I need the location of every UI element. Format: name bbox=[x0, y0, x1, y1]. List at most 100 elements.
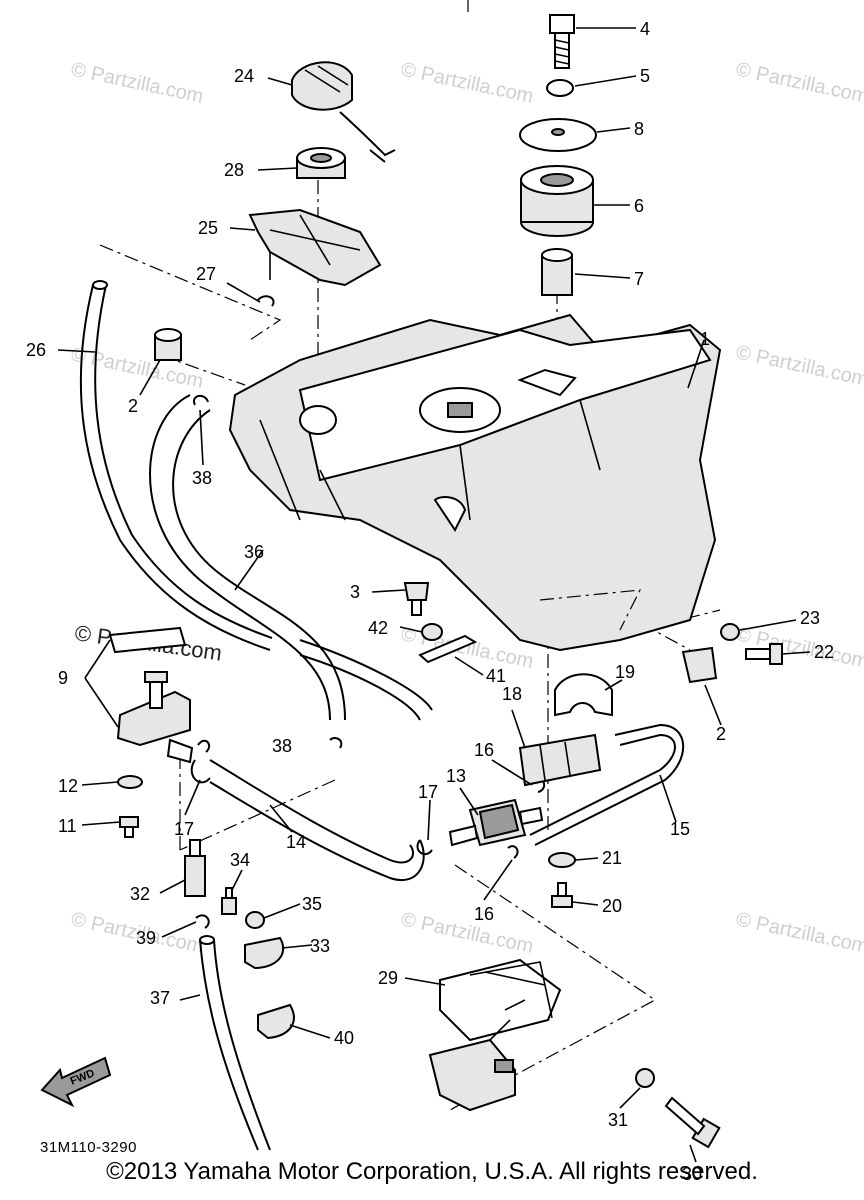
callout-18: 18 bbox=[502, 684, 522, 704]
grommet-left[interactable] bbox=[154, 328, 182, 361]
clip[interactable] bbox=[507, 845, 519, 859]
washer[interactable] bbox=[635, 1068, 655, 1088]
clip[interactable] bbox=[195, 914, 210, 929]
watermark: © Partzilla.com bbox=[734, 341, 864, 391]
callout-15: 15 bbox=[670, 819, 690, 839]
screw[interactable] bbox=[403, 582, 430, 616]
fuel-hose[interactable] bbox=[209, 759, 425, 881]
clip[interactable] bbox=[329, 737, 343, 749]
clip[interactable] bbox=[416, 839, 433, 856]
callout-8: 8 bbox=[634, 119, 644, 139]
callout-33: 33 bbox=[310, 936, 330, 956]
watermark: © Partzilla.com bbox=[734, 908, 864, 958]
grommet[interactable] bbox=[520, 165, 594, 237]
callout-13: 13 bbox=[446, 766, 466, 786]
bracket[interactable] bbox=[518, 733, 602, 787]
callout-39: 39 bbox=[136, 928, 156, 948]
band[interactable] bbox=[418, 634, 478, 664]
sender-assembly[interactable] bbox=[428, 958, 562, 1112]
callout-22: 22 bbox=[814, 642, 834, 662]
callout-37: 37 bbox=[150, 988, 170, 1008]
bolt[interactable] bbox=[745, 643, 783, 665]
copyright-notice: ©2013 Yamaha Motor Corporation, U.S.A. A… bbox=[106, 1158, 758, 1185]
callout-35: 35 bbox=[302, 894, 322, 914]
screw[interactable] bbox=[221, 887, 237, 915]
seal[interactable] bbox=[296, 147, 346, 179]
callouts: 4 5 8 6 7 1 24 28 25 27 26 2 38 36 3 42 … bbox=[26, 19, 834, 1184]
callout-40: 40 bbox=[334, 1028, 354, 1048]
callout-17: 17 bbox=[174, 819, 194, 839]
collar[interactable] bbox=[541, 248, 573, 296]
callout-31: 31 bbox=[608, 1110, 628, 1130]
callout-6: 6 bbox=[634, 196, 644, 216]
callout-2: 2 bbox=[128, 396, 138, 416]
callout-27: 27 bbox=[196, 264, 216, 284]
clamp[interactable] bbox=[244, 936, 285, 970]
breather-hose[interactable] bbox=[79, 284, 273, 651]
callout-26: 26 bbox=[26, 340, 46, 360]
callout-20: 20 bbox=[602, 896, 622, 916]
callout-19: 19 bbox=[615, 662, 635, 682]
clip[interactable] bbox=[257, 295, 275, 307]
callout-24: 24 bbox=[234, 66, 254, 86]
callout-17-right: 17 bbox=[418, 782, 438, 802]
fuel-tank[interactable] bbox=[228, 313, 722, 652]
leader-lines bbox=[57, 27, 811, 1163]
collar[interactable] bbox=[720, 623, 740, 641]
clip[interactable] bbox=[190, 739, 211, 784]
callout-11: 11 bbox=[58, 816, 77, 836]
drain-hose[interactable] bbox=[199, 939, 271, 1151]
overflow-hose[interactable] bbox=[149, 394, 346, 721]
fitting[interactable] bbox=[184, 839, 206, 897]
screw[interactable] bbox=[551, 882, 573, 908]
callout-42: 42 bbox=[368, 618, 388, 638]
callout-30: 30 bbox=[682, 1164, 702, 1184]
callout-5: 5 bbox=[640, 66, 650, 86]
callout-16-lower: 16 bbox=[474, 904, 494, 924]
callout-16: 16 bbox=[474, 740, 494, 760]
callout-38-lower: 38 bbox=[272, 736, 292, 756]
clip[interactable] bbox=[193, 394, 209, 406]
callout-14: 14 bbox=[286, 832, 306, 852]
watermark: © Partzilla.com bbox=[399, 908, 535, 958]
fwd-arrow-icon: FWD bbox=[40, 1056, 112, 1108]
callout-28: 28 bbox=[224, 160, 244, 180]
bolt[interactable] bbox=[549, 14, 575, 69]
breather-bracket[interactable] bbox=[248, 208, 382, 287]
bolt[interactable] bbox=[664, 1096, 721, 1149]
washer[interactable] bbox=[117, 775, 143, 789]
callout-38: 38 bbox=[192, 468, 212, 488]
washer[interactable] bbox=[245, 911, 265, 929]
watermark: © Partzilla.com bbox=[69, 343, 205, 393]
callout-2-right: 2 bbox=[716, 724, 726, 744]
bracket-cover[interactable] bbox=[554, 673, 613, 717]
callout-9: 9 bbox=[58, 668, 68, 688]
washer[interactable] bbox=[548, 852, 576, 868]
callout-36: 36 bbox=[244, 542, 264, 562]
plate[interactable] bbox=[519, 118, 597, 152]
nut[interactable] bbox=[421, 623, 443, 641]
fuel-pipe[interactable] bbox=[529, 723, 685, 846]
watermark: © Partzilla.com bbox=[69, 58, 205, 108]
fuel-cock[interactable] bbox=[108, 626, 194, 764]
grommet-right[interactable] bbox=[681, 646, 718, 684]
callout-32: 32 bbox=[130, 884, 150, 904]
watermark: © Partzilla.com bbox=[734, 58, 864, 108]
callout-4: 4 bbox=[640, 19, 650, 39]
callout-23: 23 bbox=[800, 608, 820, 628]
callout-41: 41 bbox=[486, 666, 506, 686]
clamp[interactable] bbox=[257, 1003, 295, 1040]
fuel-cap[interactable] bbox=[291, 61, 396, 163]
callout-3: 3 bbox=[350, 582, 360, 602]
drawing-code: 31M110-3290 bbox=[40, 1139, 137, 1156]
callout-1: 1 bbox=[700, 329, 710, 349]
callout-34: 34 bbox=[230, 850, 250, 870]
washer[interactable] bbox=[546, 79, 574, 97]
screw[interactable] bbox=[119, 816, 139, 838]
callout-7: 7 bbox=[634, 269, 644, 289]
callout-12: 12 bbox=[58, 776, 78, 796]
callout-25: 25 bbox=[198, 218, 218, 238]
watermark: © Partzilla.com bbox=[399, 58, 535, 108]
fuel-filter[interactable] bbox=[448, 798, 544, 847]
